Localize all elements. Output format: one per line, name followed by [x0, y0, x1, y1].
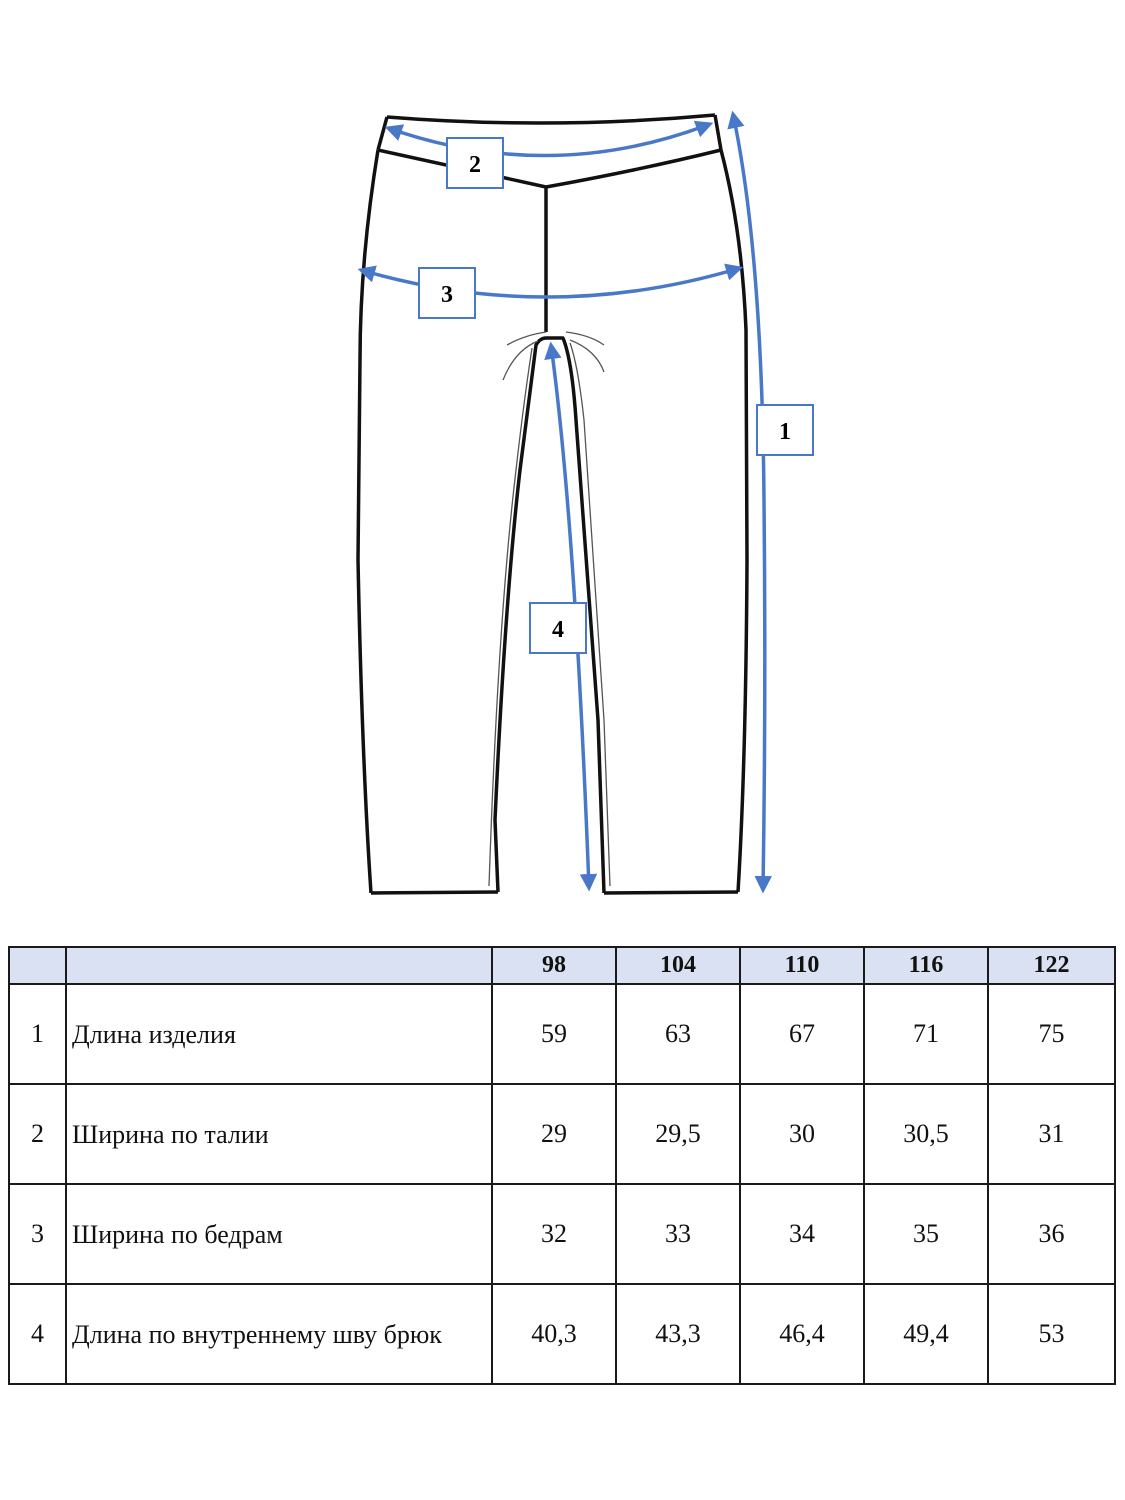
measurement-name: Длина изделия — [65, 983, 493, 1085]
value-cell: 29,5 — [615, 1083, 741, 1185]
pants-outline — [356, 113, 749, 895]
value-cell: 36 — [987, 1183, 1116, 1285]
header-cell-size: 122 — [987, 946, 1116, 985]
value-cell: 32 — [491, 1183, 617, 1285]
table-header-row: 98 104 110 116 122 — [8, 946, 1116, 985]
value-cell: 33 — [615, 1183, 741, 1285]
header-cell-size: 104 — [615, 946, 741, 985]
table-row: 3 Ширина по бедрам 32 33 34 35 36 — [8, 1183, 1116, 1285]
table-row: 2 Ширина по талии 29 29,5 30 30,5 31 — [8, 1083, 1116, 1185]
label-box-4: 4 — [529, 602, 587, 654]
table-row: 4 Длина по внутреннему шву брюк 40,3 43,… — [8, 1283, 1116, 1385]
arrow-inseam-length — [544, 341, 598, 892]
measurement-name: Ширина по бедрам — [65, 1183, 493, 1285]
header-cell-size: 98 — [491, 946, 617, 985]
label-box-3: 3 — [418, 267, 476, 319]
row-number: 2 — [8, 1083, 67, 1185]
value-cell: 35 — [863, 1183, 989, 1285]
value-cell: 30,5 — [863, 1083, 989, 1185]
value-cell: 71 — [863, 983, 989, 1085]
measurement-name: Ширина по талии — [65, 1083, 493, 1185]
table-row: 1 Длина изделия 59 63 67 71 75 — [8, 983, 1116, 1085]
value-cell: 59 — [491, 983, 617, 1085]
value-cell: 49,4 — [863, 1283, 989, 1385]
arrow-product-length — [727, 110, 772, 894]
arrow-hip-width — [357, 263, 744, 299]
header-cell-size: 110 — [739, 946, 865, 985]
arrow-waist-width — [384, 120, 714, 158]
label-3-text: 3 — [441, 282, 453, 308]
value-cell: 46,4 — [739, 1283, 865, 1385]
label-1-text: 1 — [779, 419, 791, 445]
row-number: 4 — [8, 1283, 67, 1385]
value-cell: 29 — [491, 1083, 617, 1185]
value-cell: 40,3 — [491, 1283, 617, 1385]
value-cell: 75 — [987, 983, 1116, 1085]
measurement-name: Длина по внутреннему шву брюк — [65, 1283, 493, 1385]
label-2-text: 2 — [469, 152, 481, 178]
header-cell-index — [8, 946, 67, 985]
label-box-2: 2 — [446, 137, 504, 189]
measurement-arrows — [357, 110, 772, 894]
value-cell: 43,3 — [615, 1283, 741, 1385]
pants-measurement-diagram: 2 3 1 4 — [356, 110, 814, 895]
size-chart-table: 98 104 110 116 122 1 Длина изделия 59 63… — [8, 946, 1116, 1385]
value-cell: 34 — [739, 1183, 865, 1285]
row-number: 1 — [8, 983, 67, 1085]
value-cell: 63 — [615, 983, 741, 1085]
value-cell: 53 — [987, 1283, 1116, 1385]
value-cell: 30 — [739, 1083, 865, 1185]
label-box-1: 1 — [756, 404, 814, 456]
value-cell: 31 — [987, 1083, 1116, 1185]
label-4-text: 4 — [552, 617, 564, 643]
value-cell: 67 — [739, 983, 865, 1085]
row-number: 3 — [8, 1183, 67, 1285]
header-cell-name — [65, 946, 493, 985]
header-cell-size: 116 — [863, 946, 989, 985]
